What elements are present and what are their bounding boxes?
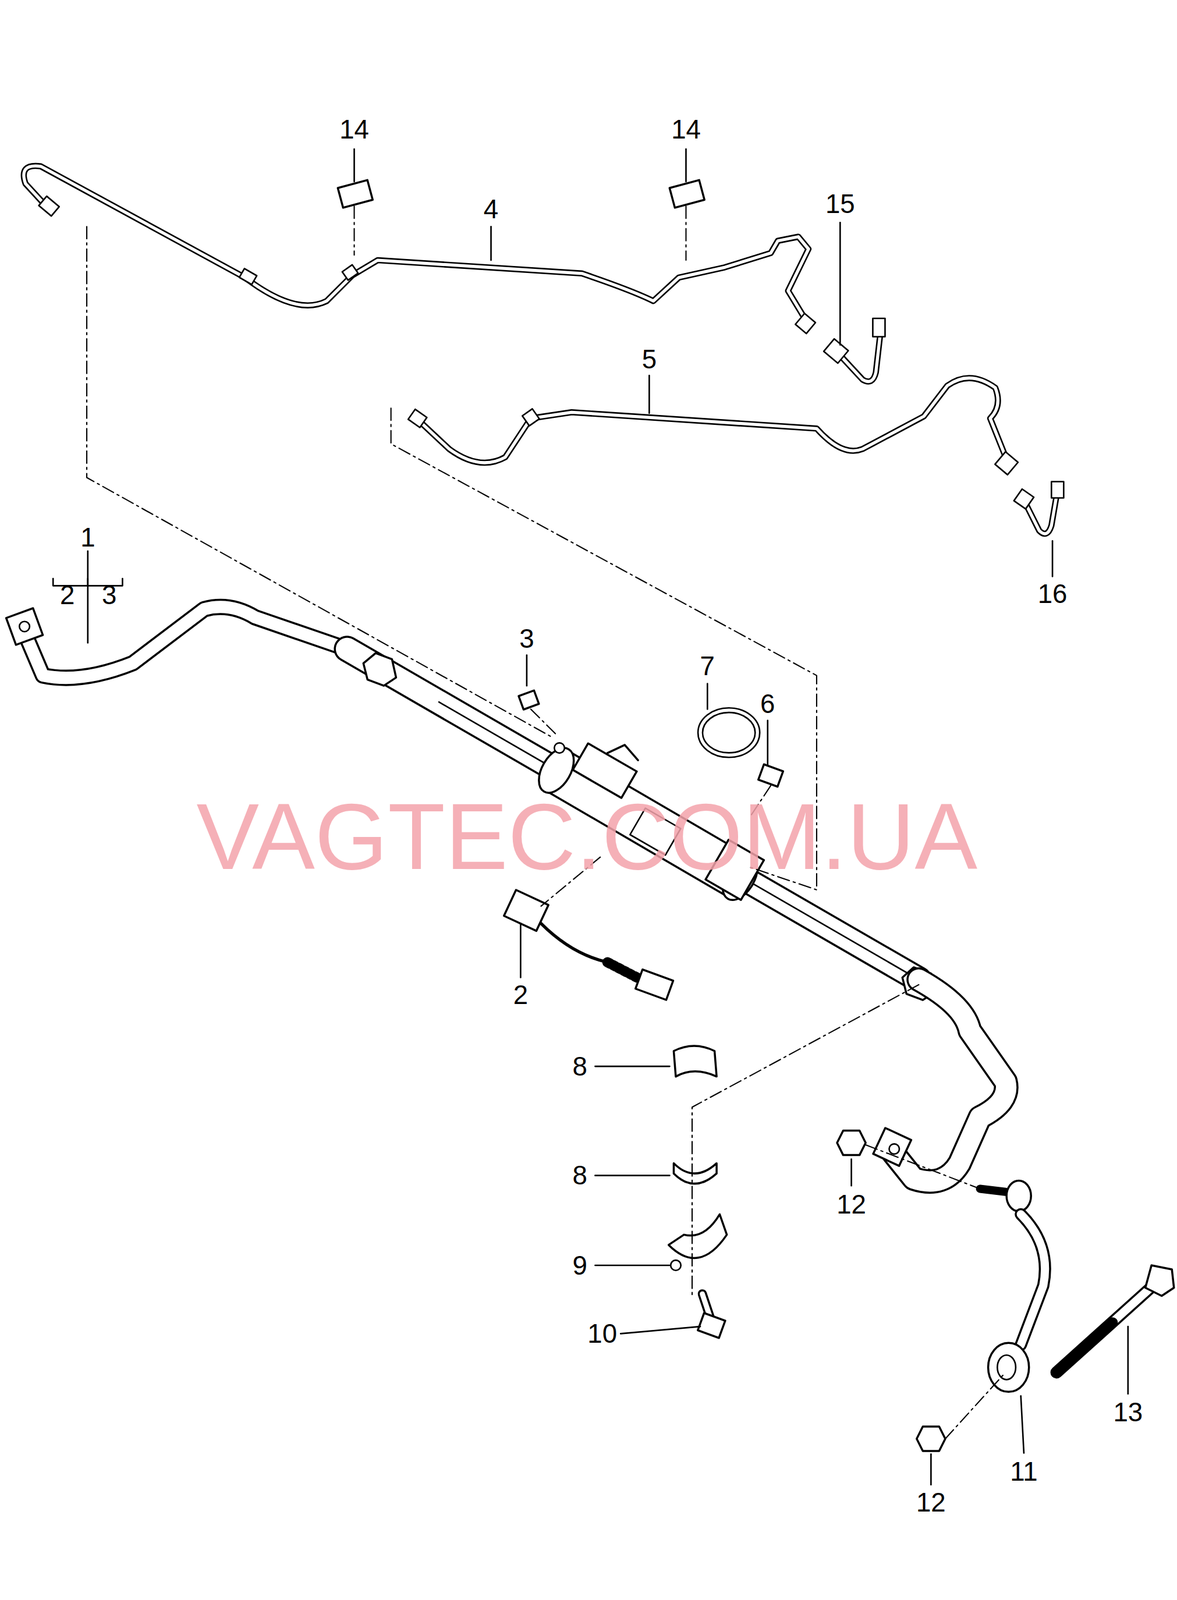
callout-number: 14 bbox=[671, 116, 701, 144]
callout-number: 3 bbox=[519, 625, 534, 653]
callout-number: 12 bbox=[836, 1191, 867, 1219]
callout-number: 1 bbox=[80, 524, 95, 552]
callout-number: 15 bbox=[825, 190, 856, 218]
callout-number: 7 bbox=[700, 653, 715, 680]
callout-number: 2 bbox=[513, 981, 528, 1009]
callout-number: 3 bbox=[101, 582, 117, 609]
callout-number: 5 bbox=[642, 346, 657, 374]
callout-number: 8 bbox=[572, 1162, 587, 1190]
watermark: VAGTEC.COM.UA bbox=[196, 789, 978, 884]
callout-number: 9 bbox=[572, 1252, 587, 1280]
callout-number: 12 bbox=[916, 1489, 946, 1517]
callout-number: 8 bbox=[572, 1053, 587, 1081]
callout-number: 13 bbox=[1112, 1399, 1143, 1427]
callout-number: 11 bbox=[1009, 1458, 1038, 1486]
callout-number: 4 bbox=[483, 196, 499, 223]
callout-number: 16 bbox=[1037, 580, 1068, 608]
callout-number: 14 bbox=[339, 116, 370, 144]
callout-number: 6 bbox=[760, 690, 775, 718]
callout-number: 10 bbox=[587, 1320, 618, 1348]
callout-number: 2 bbox=[59, 582, 75, 609]
